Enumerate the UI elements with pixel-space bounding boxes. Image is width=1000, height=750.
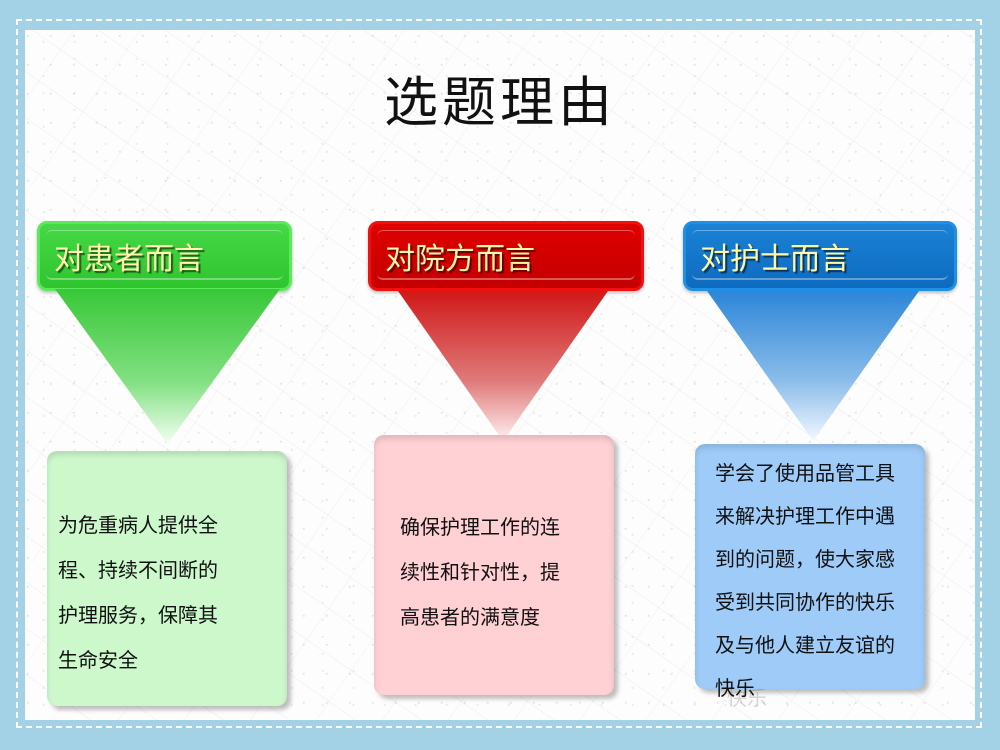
card-line: 护理服务，保障其	[58, 603, 218, 627]
card-line: 快乐	[715, 676, 755, 700]
heading-hospital-label: 对院方而言	[385, 242, 535, 277]
card-line: 生命安全	[58, 648, 138, 672]
card-line: 及与他人建立友谊的	[715, 633, 895, 657]
card-line: 为危重病人提供全	[58, 513, 218, 537]
heading-nurse: 对护士而言	[683, 221, 957, 291]
card-line: 来解决护理工作中遇	[715, 504, 895, 528]
card-line: 确保护理工作的连	[400, 515, 560, 539]
slide-title: 选题理由	[384, 71, 616, 134]
card-line: 高患者的满意度	[400, 605, 540, 629]
heading-nurse-label: 对护士而言	[700, 242, 850, 277]
card-line: 程、持续不间断的	[58, 558, 218, 582]
heading-patient: 对患者而言	[37, 221, 292, 291]
card-line: 到的问题，使大家感	[715, 547, 895, 571]
heading-patient-label: 对患者而言	[54, 242, 204, 277]
card-line: 学会了使用品管工具	[715, 461, 895, 485]
card-nurse: 学会了使用品管工具 来解决护理工作中遇 到的问题，使大家感 受到共同协作的快乐 …	[695, 444, 925, 700]
frame-dashed-border	[16, 19, 982, 728]
card-line: 受到共同协作的快乐	[715, 590, 895, 614]
card-line: 续性和针对性，提	[400, 560, 560, 584]
card-patient: 为危重病人提供全 程、持续不间断的 护理服务，保障其 生命安全	[47, 451, 287, 706]
heading-hospital: 对院方而言	[368, 221, 644, 291]
card-hospital: 确保护理工作的连 续性和针对性，提 高患者的满意度	[374, 435, 614, 695]
